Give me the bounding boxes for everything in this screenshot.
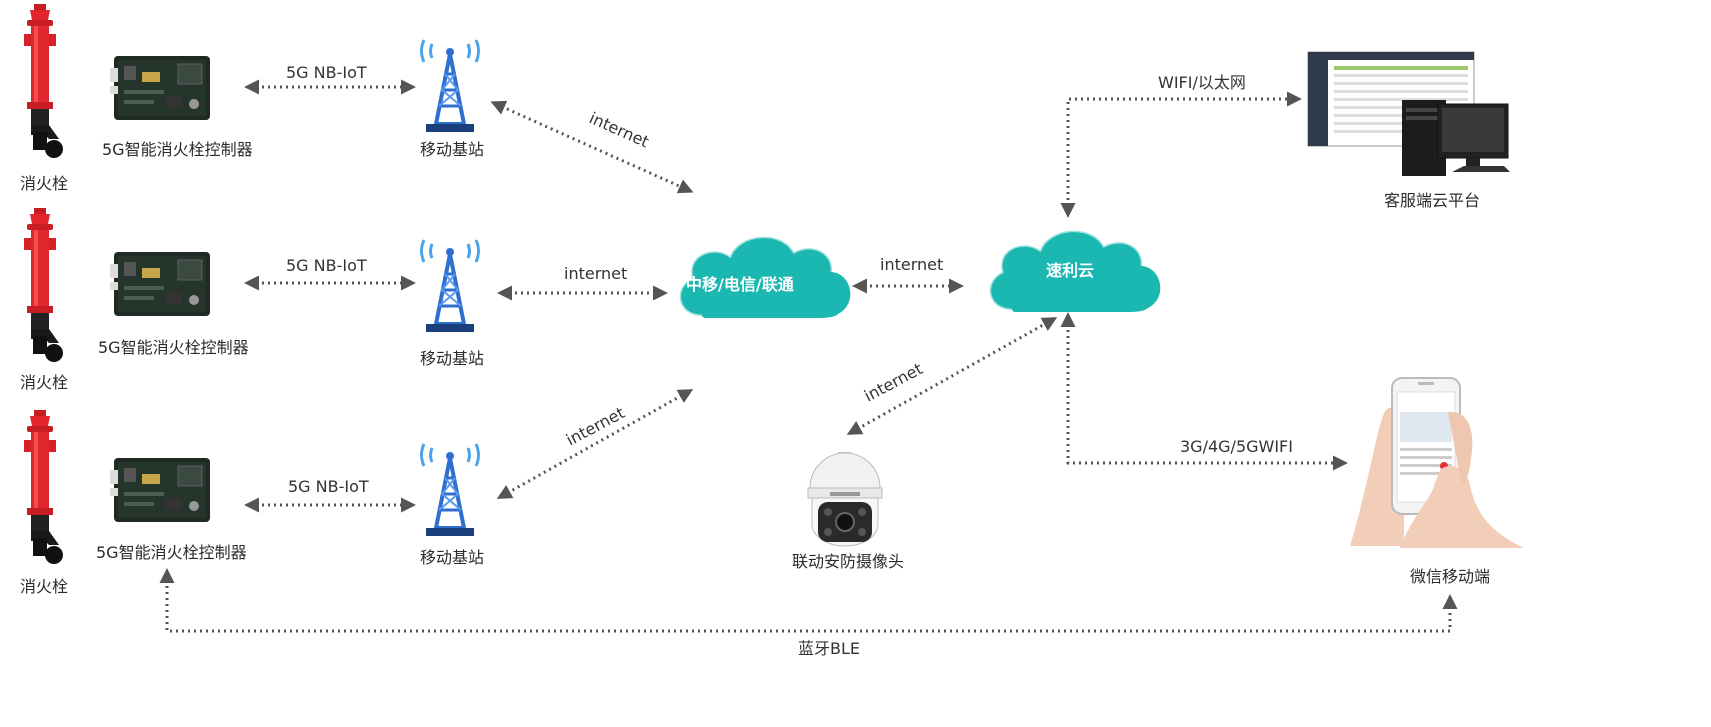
internet-arrow (490, 100, 694, 194)
base-station-tower-icon (419, 38, 481, 134)
mobile-network-arrow (1060, 312, 1348, 471)
mobile-phone-icon (1350, 377, 1524, 548)
cloud-platform-label: 客服端云平台 (1384, 191, 1480, 210)
ble-label: 蓝牙BLE (798, 639, 860, 658)
hydrant-icon (24, 410, 63, 564)
base-station-label: 移动基站 (420, 349, 484, 368)
ble-arrow (159, 568, 1458, 633)
internet-label: internet (880, 255, 943, 274)
hydrant-icon (24, 208, 63, 362)
base-station-label: 移动基站 (420, 548, 484, 567)
internet-label: internet (861, 359, 926, 405)
internet-label: internet (564, 264, 627, 283)
base-station-label: 移动基站 (420, 140, 484, 159)
wifi-label: WIFI/以太网 (1158, 73, 1246, 92)
cloud-platform-computer-icon (1307, 51, 1510, 176)
controller-label: 5G智能消火栓控制器 (102, 140, 253, 159)
camera-label: 联动安防摄像头 (792, 552, 904, 571)
platform-cloud-label: 速利云 (1046, 261, 1094, 280)
mobile-network-label: 3G/4G/5GWIFI (1180, 437, 1293, 456)
internet-arrow (846, 317, 1058, 435)
controller-label: 5G智能消火栓控制器 (96, 543, 247, 562)
controller-board-icon (109, 55, 211, 121)
nbiot-label: 5G NB-IoT (288, 477, 369, 496)
internet-label: internet (563, 403, 628, 449)
hydrant-label: 消火栓 (20, 174, 68, 193)
internet-arrow (496, 389, 694, 499)
nbiot-label: 5G NB-IoT (286, 256, 367, 275)
nbiot-label: 5G NB-IoT (286, 63, 367, 82)
hydrant-icon (24, 4, 63, 158)
base-station-tower-icon (419, 238, 481, 334)
base-station-tower-icon (419, 442, 481, 538)
hydrant-label: 消火栓 (20, 577, 68, 596)
controller-board-icon (109, 457, 211, 523)
hydrant-label: 消火栓 (20, 373, 68, 392)
controller-board-icon (109, 251, 211, 317)
wifi-arrow (1060, 91, 1302, 218)
internet-label: internet (586, 108, 652, 151)
mobile-label: 微信移动端 (1410, 567, 1490, 586)
carrier-cloud-label: 中移/电信/联通 (686, 275, 794, 294)
security-camera-icon (807, 452, 883, 547)
controller-label: 5G智能消火栓控制器 (98, 338, 249, 357)
